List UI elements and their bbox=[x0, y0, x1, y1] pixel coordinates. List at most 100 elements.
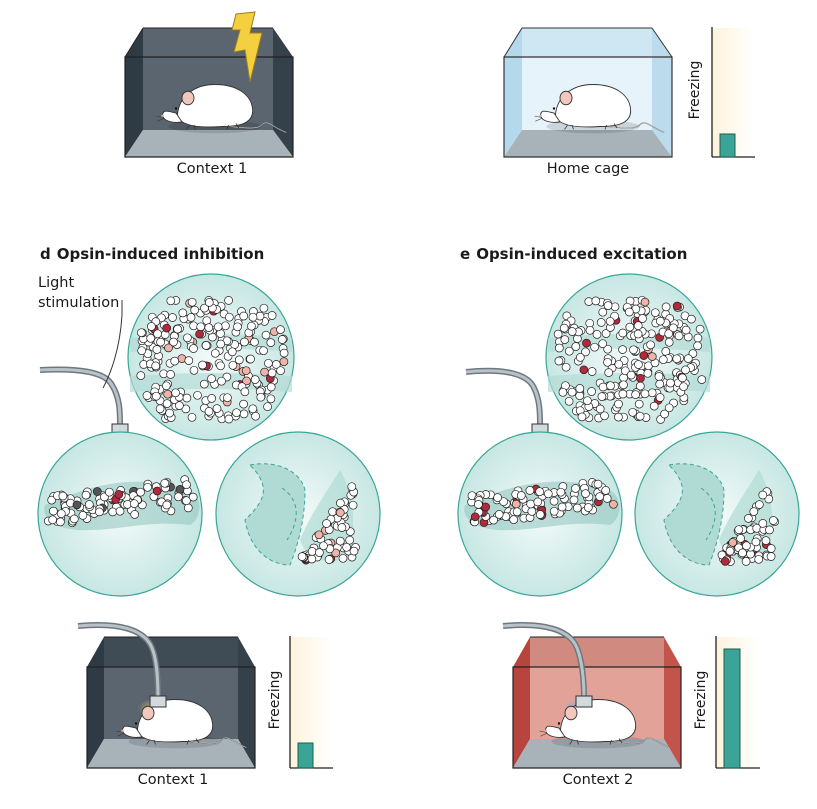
neuron-cell bbox=[193, 390, 202, 400]
neuron-cell bbox=[69, 514, 79, 524]
neuron-cell bbox=[758, 519, 768, 528]
neuron-cell bbox=[247, 321, 256, 331]
neuron-cell bbox=[481, 502, 490, 512]
neuron-cell bbox=[162, 323, 172, 333]
neuron-cell bbox=[204, 298, 214, 307]
neuron-cell bbox=[765, 525, 774, 535]
neuron-cell bbox=[672, 354, 682, 364]
neuron-cell bbox=[577, 412, 587, 422]
neuron-cell bbox=[170, 356, 180, 366]
neuron-cell bbox=[207, 374, 216, 384]
neuron-cell bbox=[564, 346, 574, 356]
neuron-cell bbox=[658, 355, 668, 365]
neuron-cell bbox=[189, 344, 198, 353]
neuron-cell bbox=[614, 399, 623, 409]
neuron-cell bbox=[114, 490, 124, 499]
neuron-cell bbox=[171, 388, 180, 398]
neuron-cell bbox=[266, 382, 276, 392]
context2-box bbox=[512, 636, 682, 769]
neuron-cell bbox=[56, 509, 66, 519]
neuron-cell bbox=[115, 506, 125, 516]
neuron-cell bbox=[592, 330, 602, 339]
context1-bottom-label: Context 1 bbox=[137, 772, 209, 788]
neuron-cell bbox=[511, 499, 521, 509]
head-fiber-e bbox=[502, 622, 593, 708]
neuron-cell bbox=[84, 500, 94, 509]
neuron-cell bbox=[754, 554, 764, 564]
neuron-cell bbox=[693, 333, 703, 343]
neuron-cell bbox=[156, 337, 165, 347]
neuron-cell bbox=[668, 323, 678, 333]
neuron-cell bbox=[575, 384, 585, 393]
neuron-cell bbox=[666, 378, 675, 388]
neuron-cell bbox=[178, 308, 188, 318]
neuron-cell bbox=[331, 548, 341, 558]
neuron-cell bbox=[251, 411, 260, 421]
neuron-cell bbox=[725, 546, 735, 556]
neuron-cell bbox=[175, 401, 184, 410]
neuron-cell bbox=[734, 525, 744, 535]
neuron-cell bbox=[221, 321, 230, 331]
neuron-cell bbox=[697, 375, 707, 384]
neuron-cell bbox=[693, 341, 702, 351]
neuron-cell bbox=[754, 500, 764, 509]
cell-sphere-d-left bbox=[37, 431, 203, 597]
neuron-cell bbox=[165, 408, 174, 418]
neuron-cell bbox=[567, 387, 577, 397]
neuron-cell bbox=[324, 555, 334, 564]
neuron-cell bbox=[161, 381, 171, 391]
neuron-cell bbox=[250, 375, 260, 384]
neuron-cell bbox=[241, 366, 251, 376]
neuron-cell bbox=[655, 379, 665, 389]
neuron-cell bbox=[169, 337, 178, 347]
neuron-cell bbox=[201, 341, 211, 350]
neuron-cell bbox=[95, 507, 104, 517]
neuron-cell bbox=[614, 412, 623, 422]
neuron-cell bbox=[267, 368, 277, 378]
neuron-cell bbox=[549, 506, 559, 516]
neuron-cell bbox=[664, 337, 674, 347]
neuron-cell bbox=[604, 368, 614, 377]
neuron-cell bbox=[601, 486, 611, 495]
neuron-cell bbox=[233, 322, 242, 332]
neuron-cell bbox=[635, 411, 645, 421]
neuron-cell bbox=[248, 312, 258, 322]
neuron-cell bbox=[224, 414, 234, 424]
neuron-cell bbox=[137, 346, 147, 356]
neuron-cell bbox=[640, 389, 650, 399]
freezing-bar-inhibition bbox=[297, 742, 314, 769]
neuron-cell bbox=[681, 325, 691, 335]
neuron-cell bbox=[579, 365, 589, 375]
neuron-cell bbox=[224, 296, 233, 305]
neuron-cell bbox=[624, 307, 634, 317]
neuron-cell bbox=[279, 357, 289, 367]
neuron-cell bbox=[625, 322, 635, 332]
neuron-cell bbox=[136, 371, 146, 380]
neuron-cell bbox=[683, 354, 693, 363]
neuron-cell bbox=[266, 394, 276, 404]
neuron-cell bbox=[636, 373, 645, 383]
neuron-cell bbox=[603, 301, 613, 310]
neuron-cell bbox=[147, 322, 156, 331]
neuron-cell bbox=[618, 389, 628, 399]
neuron-cell bbox=[597, 392, 607, 401]
neuron-cell bbox=[593, 479, 603, 489]
neuron-cell bbox=[647, 388, 657, 398]
neuron-cell bbox=[695, 324, 705, 334]
neuron-cell bbox=[571, 484, 580, 493]
neuron-cell bbox=[564, 396, 574, 406]
neuron-cell bbox=[166, 296, 176, 306]
neuron-cell bbox=[47, 495, 57, 505]
neuron-cell bbox=[660, 409, 669, 419]
neuron-cell bbox=[575, 391, 585, 401]
context1-top-label: Context 1 bbox=[176, 161, 248, 177]
light-stim-pointer bbox=[102, 300, 123, 389]
neuron-cell bbox=[742, 541, 751, 551]
neuron-cell bbox=[674, 331, 684, 341]
neuron-cell bbox=[223, 393, 232, 403]
neuron-cell bbox=[728, 538, 738, 547]
neuron-cell bbox=[598, 382, 608, 392]
neuron-cell bbox=[614, 359, 624, 369]
neuron-cell bbox=[526, 499, 536, 509]
